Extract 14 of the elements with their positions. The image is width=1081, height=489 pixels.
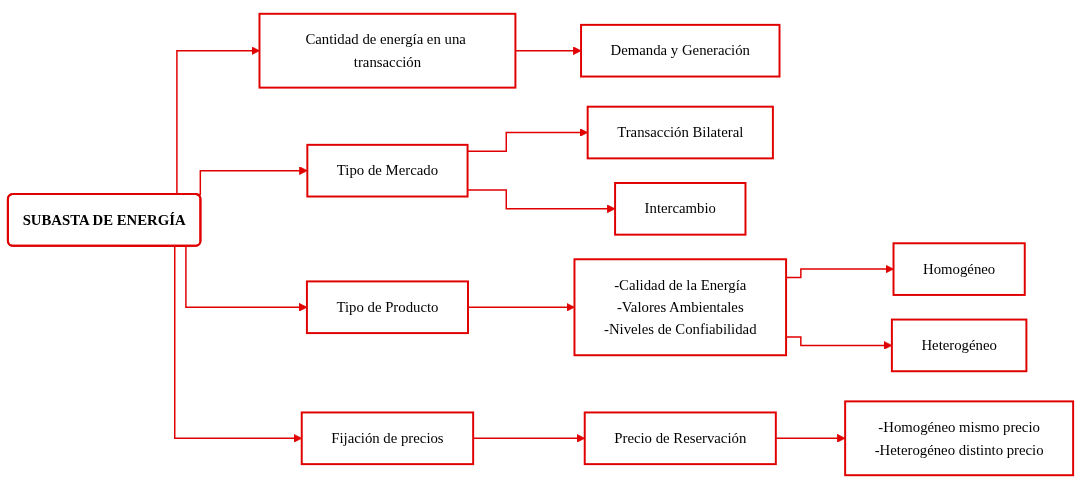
- arrow: [467, 302, 575, 312]
- node-box: Fijación de precios: [300, 411, 475, 466]
- node-box: Tipo de Producto: [305, 280, 469, 335]
- node-box: Demanda y Generación: [580, 23, 781, 78]
- node-box: Heterogéneo: [890, 318, 1028, 373]
- node-box: Transacción Bilateral: [586, 105, 774, 160]
- node-box: Precio de Reservación: [583, 411, 777, 466]
- node-box: Intercambio: [614, 182, 747, 236]
- arrow: [775, 433, 846, 443]
- node-box: -Homogéneo mismo precio -Heterogéneo distinto precio: [844, 400, 1075, 477]
- node-box: -Calidad de la Energía -Valores Ambientales -Niveles de Confiabilidad: [573, 258, 788, 357]
- node-box: Tipo de Mercado: [306, 143, 469, 198]
- node-box: Homogéneo: [892, 242, 1026, 296]
- node-box: Cantidad de energía en una transacción: [258, 12, 517, 89]
